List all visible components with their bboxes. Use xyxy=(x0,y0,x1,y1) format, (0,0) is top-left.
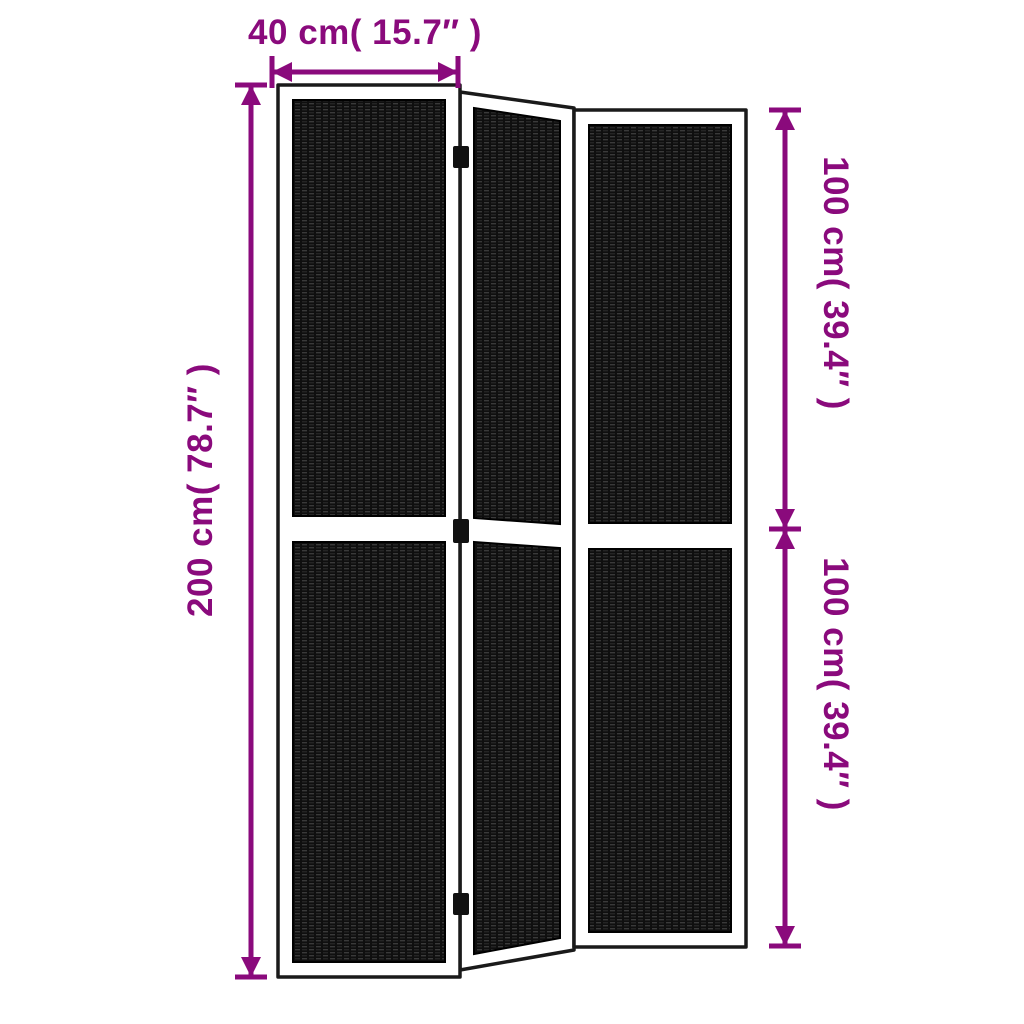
hinge-top-icon xyxy=(453,146,469,168)
panel-right-upper-weave xyxy=(588,124,732,524)
panel-left xyxy=(276,83,462,979)
panel-right xyxy=(572,108,748,949)
dimension-lower-height-arrow-top-icon xyxy=(775,529,795,549)
hinge-bottom-icon xyxy=(453,893,469,915)
dimension-lower-height: 100 cm( 39.4″ ) xyxy=(769,526,855,949)
dimension-width-label: 40 cm( 15.7″ ) xyxy=(248,13,482,52)
panel-middle-lower-weave xyxy=(473,540,561,956)
dimension-upper-height-arrow-top-icon xyxy=(775,110,795,130)
panel-right-lower-weave xyxy=(588,548,732,933)
dimension-width-arrow-left-icon xyxy=(272,62,292,82)
hinges xyxy=(453,146,469,915)
dimension-upper-height-label: 100 cm( 39.4″ ) xyxy=(816,156,855,410)
dimension-lower-height-arrow-bottom-icon xyxy=(775,926,795,946)
panel-middle xyxy=(458,90,576,972)
panel-middle-upper-weave xyxy=(473,106,561,526)
dimension-total-height: 200 cm( 78.7″ ) xyxy=(181,82,267,980)
dimension-width-arrow-right-icon xyxy=(438,62,458,82)
dimension-total-height-arrow-top-icon xyxy=(241,85,261,105)
dimension-width: 40 cm( 15.7″ ) xyxy=(248,13,482,88)
dimension-total-height-arrow-bottom-icon xyxy=(241,957,261,977)
dimension-total-height-label: 200 cm( 78.7″ ) xyxy=(181,363,220,617)
panel-left-upper-weave xyxy=(292,99,446,517)
panel-left-lower-weave xyxy=(292,541,446,963)
dimension-upper-height: 100 cm( 39.4″ ) xyxy=(769,107,855,532)
dimension-lower-height-label: 100 cm( 39.4″ ) xyxy=(816,557,855,811)
dimension-upper-height-arrow-bottom-icon xyxy=(775,509,795,529)
hinge-middle-icon xyxy=(453,519,469,543)
